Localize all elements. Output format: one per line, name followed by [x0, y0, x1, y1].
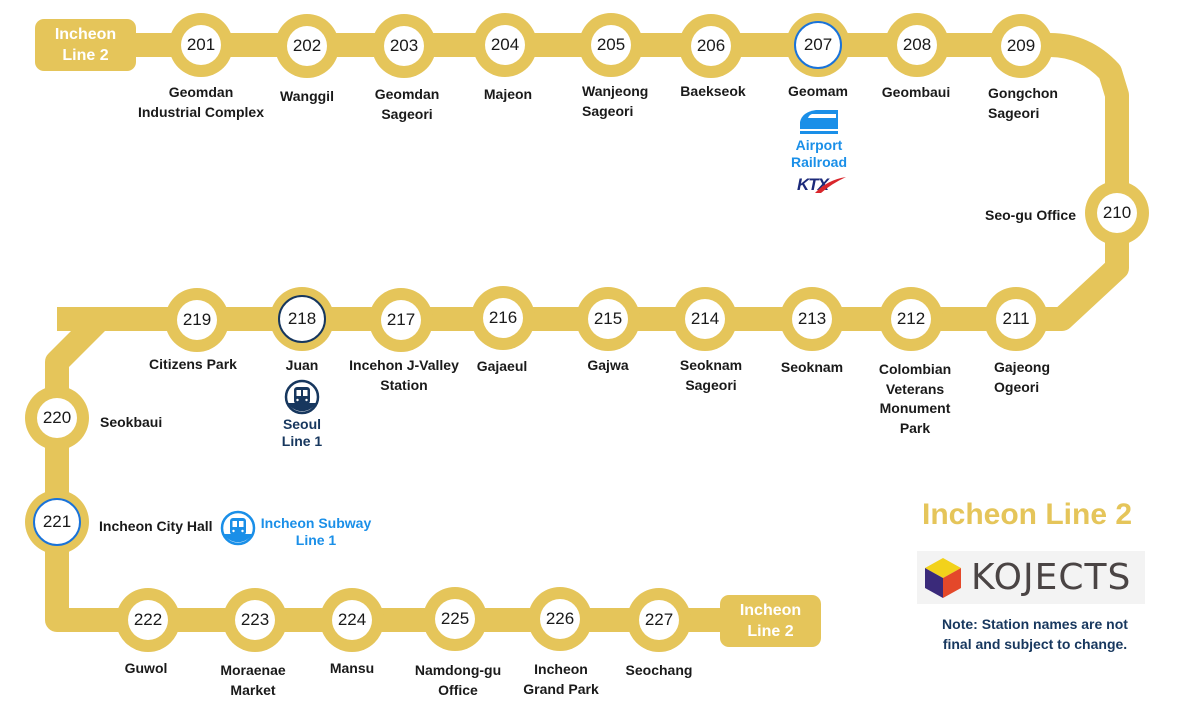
station-code: 219: [177, 300, 217, 340]
station-name-203: Geomdan Sageori: [374, 86, 440, 122]
station-code: 212: [891, 299, 931, 339]
station-name-224: Mansu: [329, 660, 375, 676]
station-code: 221: [33, 498, 81, 546]
cube-icon: [925, 557, 961, 598]
terminal-end-line1: Incheon: [739, 602, 802, 619]
station-code: 207: [794, 21, 842, 69]
station-name-206: Baekseok: [680, 83, 746, 99]
station-219[interactable]: 219: [165, 288, 229, 352]
station-212[interactable]: 212: [879, 287, 943, 351]
station-code: 204: [485, 25, 525, 65]
station-name-217: Incehon J-Valley Station: [349, 357, 459, 393]
station-211[interactable]: 211: [984, 287, 1048, 351]
station-name-219: Citizens Park: [149, 356, 237, 372]
map-title: Incheon Line 2: [922, 498, 1133, 531]
station-code: 227: [639, 600, 679, 640]
station-name-209: Gongchon Sageori: [988, 85, 1058, 121]
station-205[interactable]: 205: [579, 13, 643, 77]
transfer-seoul-line1-label: Seoul Line 1: [281, 416, 323, 449]
station-206[interactable]: 206: [679, 14, 743, 78]
station-217[interactable]: 217: [369, 288, 433, 352]
station-code: 223: [235, 600, 275, 640]
station-name-216: Gajaeul: [476, 358, 528, 374]
station-name-207: Geomam: [788, 83, 848, 99]
station-215[interactable]: 215: [576, 287, 640, 351]
station-name-226: Incheon Grand Park: [523, 661, 599, 697]
station-name-201: Geomdan Industrial Complex: [137, 84, 265, 120]
terminal-start-line2: Line 2: [62, 47, 109, 64]
station-code: 215: [588, 299, 628, 339]
terminal-end-line2: Line 2: [747, 623, 794, 640]
ktx-logo-icon: KTX: [797, 175, 847, 195]
station-name-204: Majeon: [483, 86, 533, 102]
station-214[interactable]: 214: [673, 287, 737, 351]
subway-train-icon: [284, 379, 320, 415]
transfer-incheon-subway-line1-label: Incheon Subway Line 1: [260, 515, 372, 548]
station-203[interactable]: 203: [372, 14, 436, 78]
station-code: 209: [1001, 26, 1041, 66]
station-name-202: Wanggil: [280, 88, 334, 104]
station-code: 208: [897, 25, 937, 65]
station-221[interactable]: 221: [25, 490, 89, 554]
station-code: 217: [381, 300, 421, 340]
station-code: 202: [287, 26, 327, 66]
station-code: 211: [996, 299, 1036, 339]
station-227[interactable]: 227: [627, 588, 691, 652]
terminal-end[interactable]: Incheon Line 2: [720, 595, 821, 647]
station-225[interactable]: 225: [423, 587, 487, 651]
transfer-airport-railroad-label: Airport Railroad: [790, 137, 848, 170]
station-216[interactable]: 216: [471, 286, 535, 350]
terminal-start-line1: Incheon: [54, 26, 117, 43]
station-code: 218: [278, 295, 326, 343]
station-207[interactable]: 207: [786, 13, 850, 77]
station-code: 201: [181, 25, 221, 65]
station-name-227: Seochang: [625, 662, 693, 678]
station-code: 224: [332, 600, 372, 640]
high-speed-train-icon: [800, 110, 838, 134]
station-222[interactable]: 222: [116, 588, 180, 652]
station-name-222: Guwol: [124, 660, 168, 676]
station-code: 220: [37, 398, 77, 438]
station-code: 203: [384, 26, 424, 66]
station-223[interactable]: 223: [223, 588, 287, 652]
station-220[interactable]: 220: [25, 386, 89, 450]
station-code: 222: [128, 600, 168, 640]
station-202[interactable]: 202: [275, 14, 339, 78]
station-name-212: Colombian Veterans Monument Park: [878, 361, 952, 436]
subway-train-icon: [220, 510, 256, 546]
station-name-213: Seoknam: [780, 359, 844, 375]
station-code: 213: [792, 299, 832, 339]
station-code: 226: [540, 599, 580, 639]
station-code: 225: [435, 599, 475, 639]
station-name-221: Incheon City Hall: [99, 518, 213, 534]
station-224[interactable]: 224: [320, 588, 384, 652]
station-code: 216: [483, 298, 523, 338]
station-name-210: Seo-gu Office: [984, 207, 1076, 223]
station-code: 206: [691, 26, 731, 66]
station-code: 214: [685, 299, 725, 339]
station-208[interactable]: 208: [885, 13, 949, 77]
station-213[interactable]: 213: [780, 287, 844, 351]
station-code: 205: [591, 25, 631, 65]
station-name-220: Seokbaui: [100, 414, 163, 430]
station-name-214: Seoknam Sageori: [679, 357, 743, 393]
station-210[interactable]: 210: [1085, 181, 1149, 245]
station-code: 210: [1097, 193, 1137, 233]
station-204[interactable]: 204: [473, 13, 537, 77]
station-name-215: Gajwa: [587, 357, 629, 373]
station-201[interactable]: 201: [169, 13, 233, 77]
station-name-223: Moraenae Market: [220, 662, 286, 698]
station-209[interactable]: 209: [989, 14, 1053, 78]
station-name-205: Wanjeong Sageori: [582, 83, 649, 119]
station-218[interactable]: 218: [270, 287, 334, 351]
station-name-218: Juan: [285, 357, 319, 373]
station-226[interactable]: 226: [528, 587, 592, 651]
station-name-208: Geombaui: [881, 84, 951, 100]
terminal-start[interactable]: Incheon Line 2: [35, 19, 136, 71]
logo-text: KOJECTS: [971, 557, 1132, 598]
station-name-225: Namdong-gu Office: [414, 662, 502, 698]
station-name-211: Gajeong Ogeori: [994, 359, 1051, 395]
disclaimer-note: Note: Station names are not final and su…: [942, 616, 1128, 652]
kojects-logo[interactable]: KOJECTS: [917, 551, 1145, 604]
